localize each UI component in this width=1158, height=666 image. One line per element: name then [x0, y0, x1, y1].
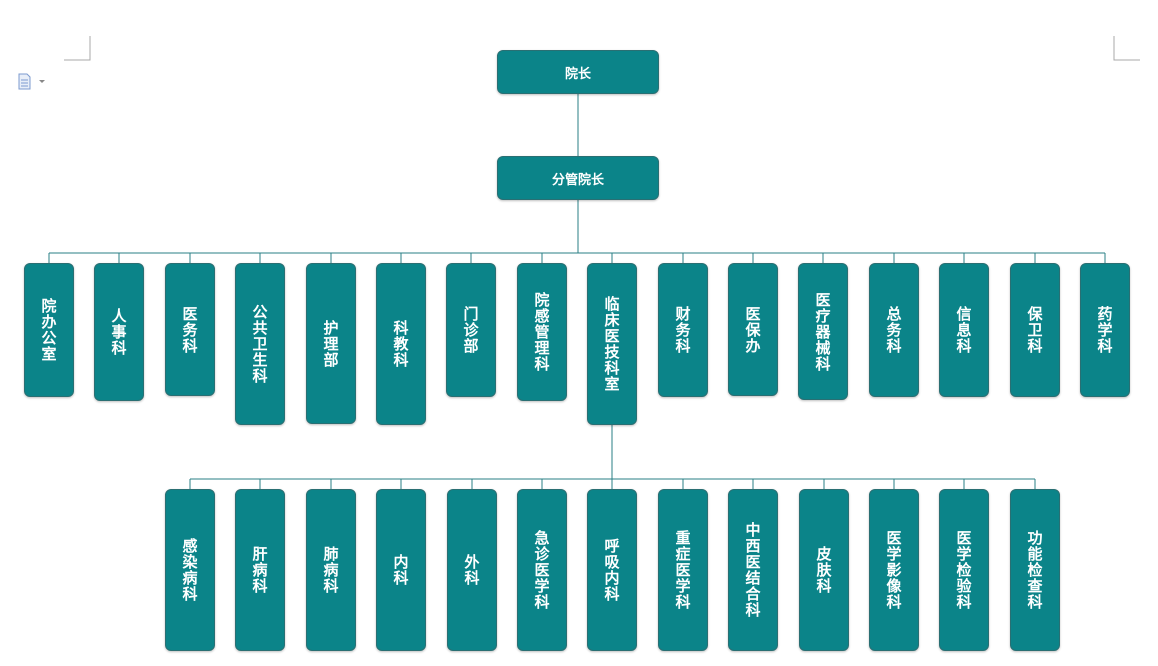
node-dept-0[interactable]: 院办公室 [24, 263, 74, 397]
node-sub-7[interactable]: 重症医学科 [658, 489, 708, 651]
node-sub-9[interactable]: 皮肤科 [799, 489, 849, 651]
node-dept-5[interactable]: 科教科 [376, 263, 426, 425]
node-dept-2[interactable]: 医务科 [165, 263, 215, 396]
node-sub-8[interactable]: 中西医结合科 [728, 489, 778, 651]
node-dept-3[interactable]: 公共卫生科 [235, 263, 285, 425]
node-dept-7[interactable]: 院感管理科 [517, 263, 567, 401]
node-dept-14-label: 保卫科 [1027, 305, 1043, 355]
node-sub-5-label: 急诊医学科 [534, 529, 550, 611]
node-sub-11-label: 医学检验科 [956, 529, 972, 611]
node-sub-4[interactable]: 外科 [447, 489, 497, 651]
node-sub-10-label: 医学影像科 [886, 529, 902, 611]
node-dept-9-label: 财务科 [675, 305, 691, 355]
node-dept-1[interactable]: 人事科 [94, 263, 144, 401]
node-dept-7-label: 院感管理科 [534, 291, 550, 373]
node-dept-11[interactable]: 医疗器械科 [798, 263, 848, 400]
node-president[interactable]: 院长 [497, 50, 659, 94]
node-sub-2-label: 肺病科 [323, 545, 339, 595]
node-dept-15[interactable]: 药学科 [1080, 263, 1130, 397]
node-sub-6-label: 呼吸内科 [604, 537, 620, 603]
node-dept-10[interactable]: 医保办 [728, 263, 778, 396]
node-sub-3[interactable]: 内科 [376, 489, 426, 651]
node-dept-5-label: 科教科 [393, 319, 409, 369]
node-dept-3-label: 公共卫生科 [252, 303, 268, 385]
node-sub-0-label: 感染病科 [182, 537, 198, 603]
node-dept-4[interactable]: 护理部 [306, 263, 356, 424]
node-dept-6-label: 门诊部 [463, 305, 479, 355]
node-dept-9[interactable]: 财务科 [658, 263, 708, 397]
node-sub-7-label: 重症医学科 [675, 529, 691, 611]
node-sub-5[interactable]: 急诊医学科 [517, 489, 567, 651]
node-dept-14[interactable]: 保卫科 [1010, 263, 1060, 397]
node-sub-4-label: 外科 [464, 553, 480, 587]
node-dept-11-label: 医疗器械科 [815, 290, 831, 373]
node-sub-6[interactable]: 呼吸内科 [587, 489, 637, 651]
node-dept-2-label: 医务科 [182, 304, 198, 355]
node-president-label: 院长 [564, 66, 591, 82]
node-sub-3-label: 内科 [393, 553, 409, 587]
node-dept-10-label: 医保办 [745, 304, 761, 355]
node-dept-13[interactable]: 信息科 [939, 263, 989, 397]
node-sub-1-label: 肝病科 [252, 545, 268, 595]
node-sub-8-label: 中西医结合科 [745, 521, 761, 619]
node-dept-0-label: 院办公室 [41, 297, 57, 363]
node-sub-1[interactable]: 肝病科 [235, 489, 285, 651]
node-sub-12-label: 功能检查科 [1027, 529, 1043, 611]
node-dept-13-label: 信息科 [956, 305, 972, 355]
node-dept-1-label: 人事科 [111, 307, 127, 357]
node-sub-10[interactable]: 医学影像科 [869, 489, 919, 651]
node-sub-0[interactable]: 感染病科 [165, 489, 215, 651]
node-dept-15-label: 药学科 [1097, 305, 1113, 355]
node-vice-president[interactable]: 分管院长 [497, 156, 659, 200]
node-sub-12[interactable]: 功能检查科 [1010, 489, 1060, 651]
node-dept-6[interactable]: 门诊部 [446, 263, 496, 397]
node-sub-2[interactable]: 肺病科 [306, 489, 356, 651]
node-dept-4-label: 护理部 [323, 318, 339, 369]
node-vice-president-label: 分管院长 [551, 172, 604, 188]
node-dept-8[interactable]: 临床医技科室 [587, 263, 637, 425]
document-icon[interactable] [18, 73, 48, 91]
node-dept-12-label: 总务科 [886, 305, 902, 355]
node-sub-9-label: 皮肤科 [816, 545, 832, 595]
node-dept-12[interactable]: 总务科 [869, 263, 919, 397]
node-sub-11[interactable]: 医学检验科 [939, 489, 989, 651]
node-dept-8-label: 临床医技科室 [604, 295, 620, 393]
